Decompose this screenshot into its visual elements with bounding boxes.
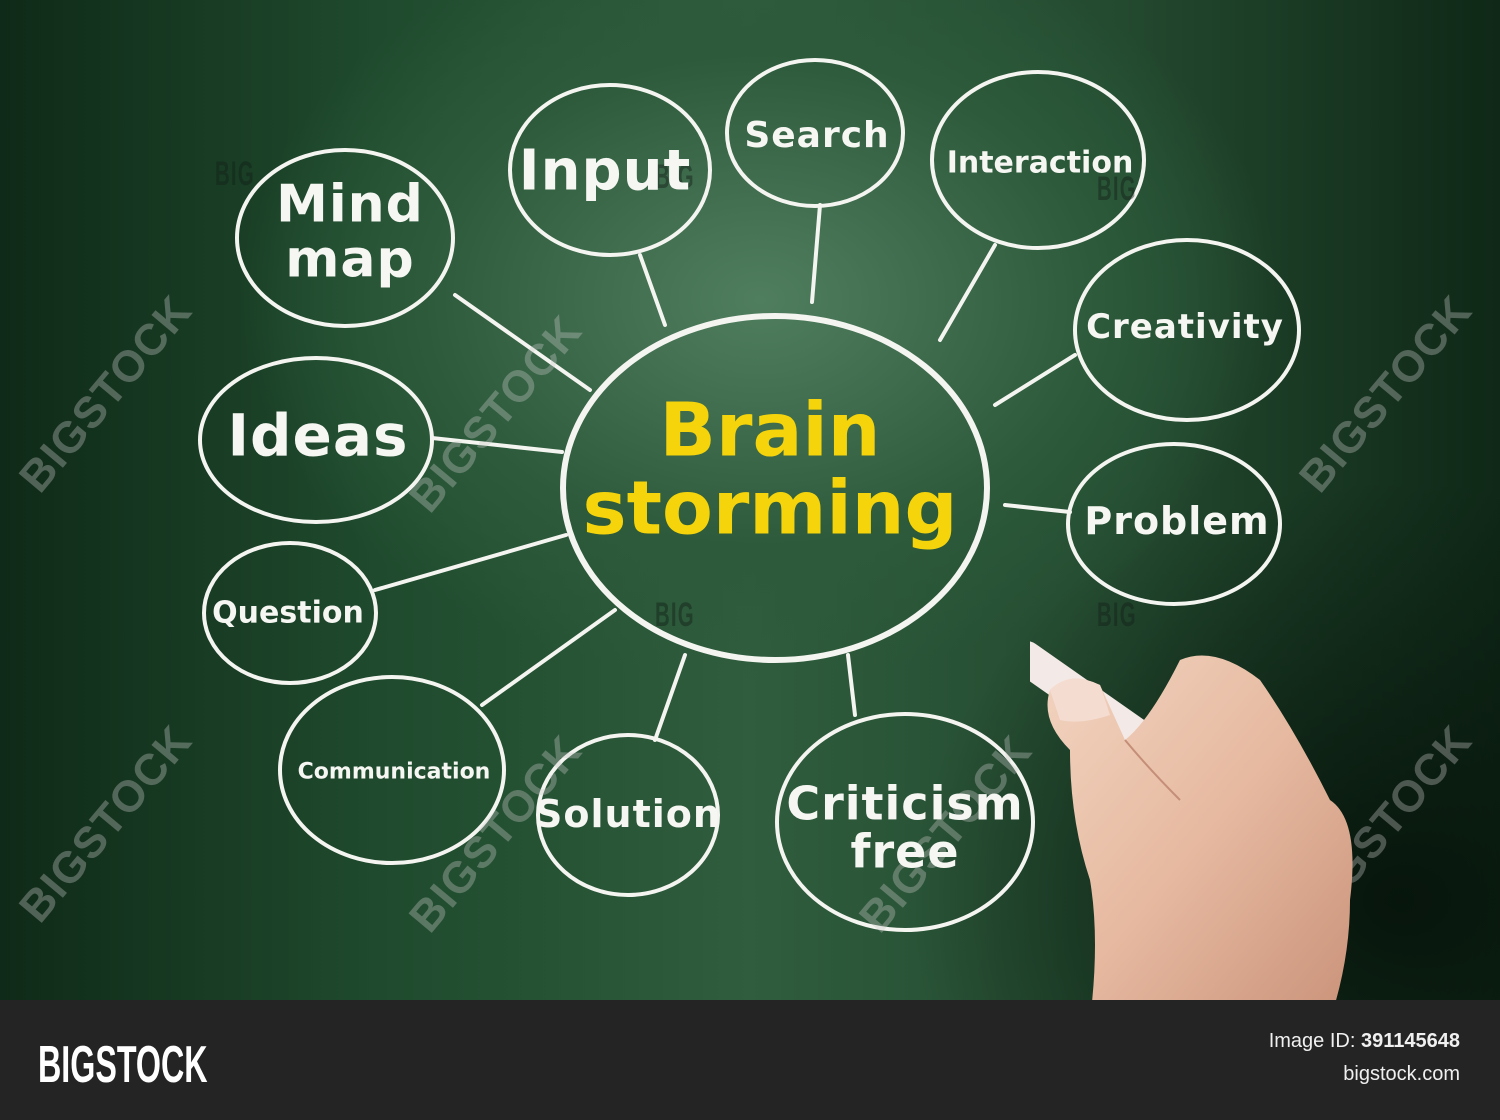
- node-ellipse-problem: [1066, 442, 1282, 606]
- node-ellipse-question: [202, 541, 378, 685]
- node-label-line: Mind: [276, 174, 424, 235]
- node-criticism-free: Criticism free: [786, 776, 1024, 879]
- center-node-label: Brain storming: [583, 392, 958, 547]
- node-label-line: free: [850, 825, 960, 879]
- node-mind-map: Mind map: [276, 177, 424, 286]
- connector-communication: [480, 608, 617, 707]
- watermark-big: BIG: [655, 596, 695, 634]
- node-ideas: Ideas: [227, 401, 409, 470]
- image-id-label: Image ID:: [1268, 1030, 1356, 1052]
- node-question: Question: [212, 595, 364, 631]
- connector-input: [638, 253, 667, 327]
- connector-ideas: [430, 436, 564, 454]
- hand-with-chalk-image: [1030, 640, 1353, 1000]
- node-label-line: map: [285, 229, 415, 289]
- center-line-2: storming: [582, 465, 958, 551]
- connector-criticism: [846, 653, 857, 717]
- connector-question: [373, 533, 568, 592]
- mind-map-diagram: [198, 58, 1301, 932]
- connector-mind-map: [453, 293, 592, 392]
- connector-interaction: [938, 243, 997, 342]
- watermark-big: BIG: [215, 155, 255, 193]
- connector-creativity: [993, 353, 1077, 407]
- image-id: Image ID: 391145648: [1269, 1030, 1460, 1053]
- connector-search: [810, 203, 822, 304]
- connector-solution: [653, 653, 687, 742]
- node-ellipse-input: [508, 83, 712, 257]
- node-ellipse-mind-map: [235, 148, 455, 328]
- watermark-big: BIG: [1097, 170, 1137, 208]
- site-link[interactable]: bigstock.com: [1343, 1063, 1460, 1085]
- node-solution: Solution: [535, 792, 721, 837]
- node-label-line: Criticism: [786, 776, 1024, 831]
- node-ellipse-interaction: [930, 70, 1146, 250]
- node-communication: Communication: [297, 759, 491, 785]
- watermark-big: BIG: [1097, 596, 1137, 634]
- node-ellipse-solution: [536, 733, 720, 897]
- connector-problem: [1003, 503, 1072, 514]
- node-ellipse-creativity: [1073, 238, 1301, 422]
- node-problem: Problem: [1084, 499, 1270, 544]
- center-ellipse: [560, 313, 990, 663]
- image-id-value: 391145648: [1360, 1030, 1460, 1052]
- node-input: Input: [518, 138, 692, 204]
- node-ellipse-criticism-free: [775, 712, 1035, 932]
- footer-info: Image ID: 391145648 bigstock.com: [1269, 1030, 1460, 1086]
- center-line-1: Brain: [659, 387, 881, 474]
- node-ellipse-ideas: [198, 356, 434, 524]
- node-search: Search: [744, 115, 890, 157]
- node-ellipse-search: [725, 58, 905, 208]
- watermark-big: BIG: [655, 158, 695, 196]
- chalkboard: BIG BIG BIG BIG BIG BIGSTOCK BIGSTOCK BI…: [0, 0, 1500, 1000]
- bigstock-logo[interactable]: BIGSTOCK: [38, 1036, 208, 1094]
- footer-bar: BIGSTOCK Image ID: 391145648 bigstock.co…: [0, 1000, 1500, 1120]
- node-ellipse-communication: [278, 675, 506, 865]
- node-interaction: Interaction: [946, 145, 1134, 181]
- node-creativity: Creativity: [1086, 307, 1284, 348]
